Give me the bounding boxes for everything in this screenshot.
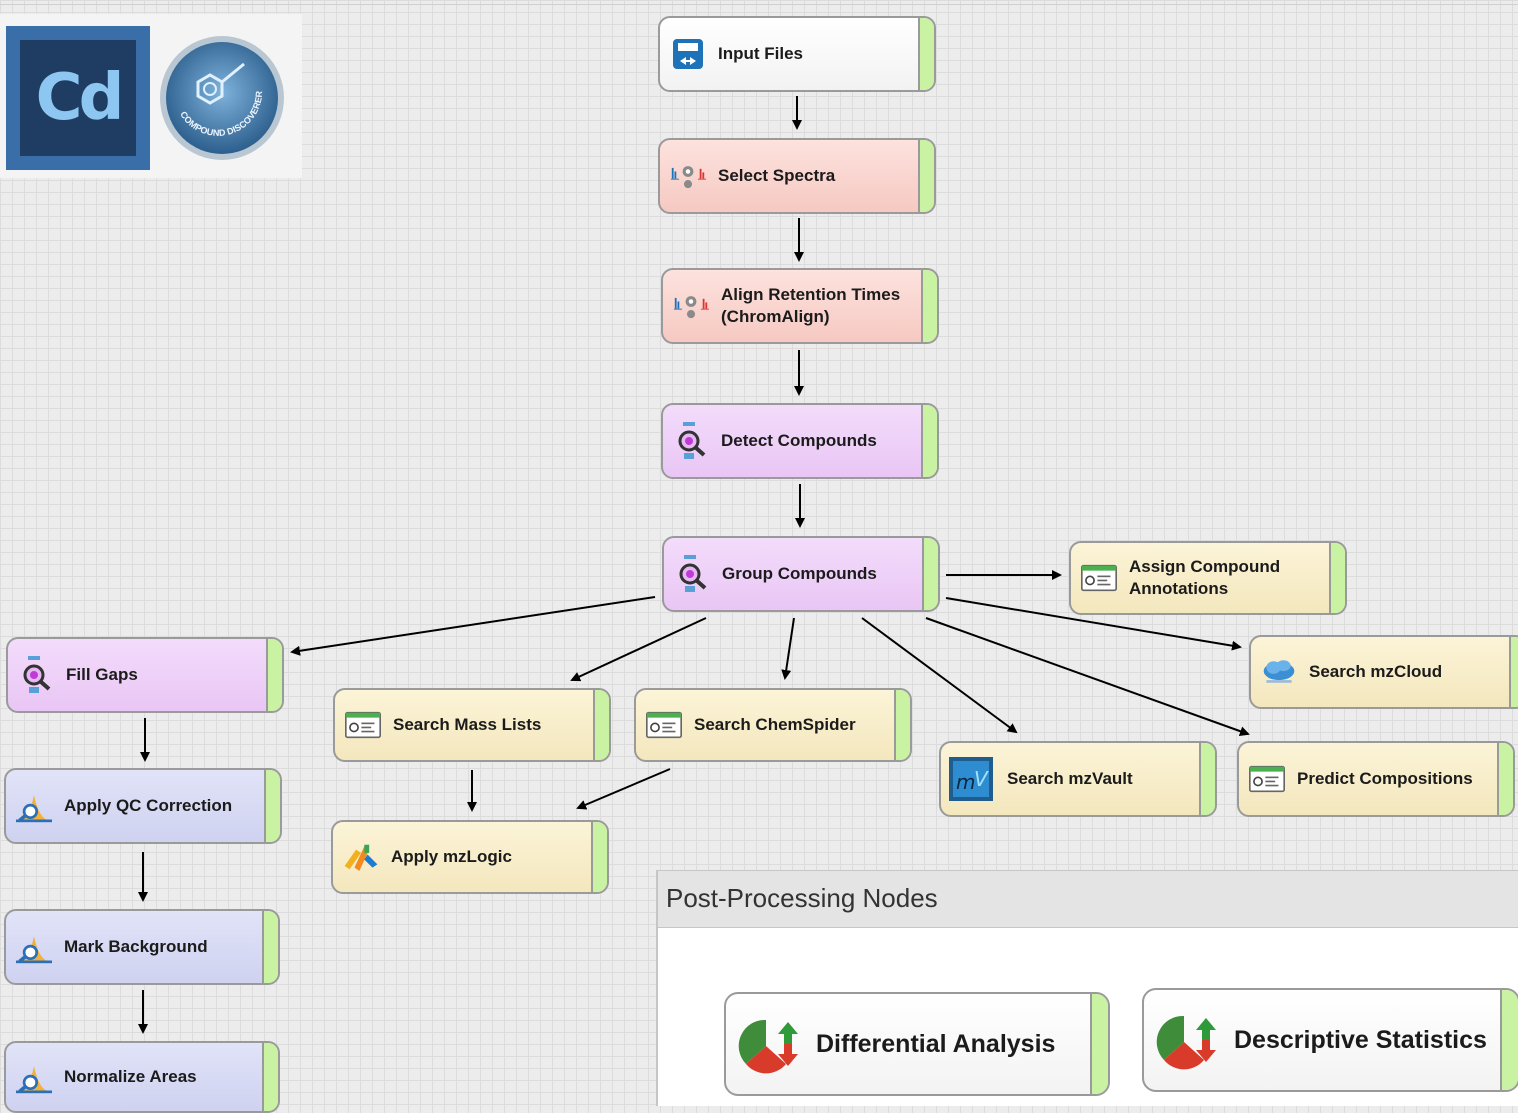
annotation-window-icon bbox=[646, 707, 682, 743]
node-label: Search ChemSpider bbox=[694, 715, 856, 734]
node-label: Assign Compound Annotations bbox=[1129, 556, 1280, 600]
status-tab bbox=[264, 770, 280, 842]
post-processing-panel: Post-Processing Nodes Differential Analy… bbox=[656, 870, 1518, 1106]
flask-magnifier-icon bbox=[674, 555, 710, 592]
status-tab bbox=[266, 639, 282, 711]
spectra-gear-icon bbox=[670, 158, 706, 194]
node-search-mzcloud[interactable]: Search mzCloud bbox=[1249, 635, 1518, 709]
pie-arrows-icon bbox=[738, 1014, 798, 1074]
annotation-window-icon bbox=[1081, 560, 1117, 596]
status-tab bbox=[1199, 743, 1215, 815]
svg-text:V: V bbox=[974, 767, 989, 791]
status-tab bbox=[262, 911, 278, 983]
post-processing-header: Post-Processing Nodes bbox=[658, 870, 1518, 928]
cloud-icon bbox=[1261, 654, 1297, 690]
node-label: Mark Background bbox=[64, 937, 208, 956]
node-predict-compositions[interactable]: Predict Compositions bbox=[1237, 741, 1515, 817]
node-apply-mzlogic[interactable]: Apply mzLogic bbox=[331, 820, 609, 894]
node-normalize-areas[interactable]: Normalize Areas bbox=[4, 1041, 280, 1113]
node-label: Input Files bbox=[718, 44, 803, 63]
node-input-files[interactable]: Input Files bbox=[658, 16, 936, 92]
status-tab bbox=[921, 270, 937, 342]
status-tab bbox=[1497, 743, 1513, 815]
node-label: Select Spectra bbox=[718, 166, 836, 185]
node-label-line2: (ChromAlign) bbox=[721, 307, 830, 326]
arrow-group-to-fillgaps bbox=[290, 596, 656, 656]
arrow-group-to-masslists bbox=[570, 617, 707, 682]
node-differential-analysis[interactable]: Differential Analysis bbox=[724, 992, 1110, 1096]
node-search-chemspider[interactable]: Search ChemSpider bbox=[634, 688, 912, 762]
peak-magnifier-icon bbox=[16, 788, 52, 824]
node-align-retention-times[interactable]: Align Retention Times (ChromAlign) bbox=[661, 268, 939, 344]
flask-magnifier-icon bbox=[18, 656, 54, 693]
node-assign-compound-annotations[interactable]: Assign Compound Annotations bbox=[1069, 541, 1347, 615]
arrow-chemspider-to-mzlogic bbox=[576, 768, 671, 810]
node-label: Normalize Areas bbox=[64, 1067, 197, 1086]
status-tab bbox=[1090, 994, 1108, 1094]
node-mark-background[interactable]: Mark Background bbox=[4, 909, 280, 985]
node-label-line2: Annotations bbox=[1129, 579, 1229, 598]
node-label: Apply mzLogic bbox=[391, 847, 512, 866]
status-tab bbox=[918, 18, 934, 90]
node-label: Fill Gaps bbox=[66, 665, 138, 684]
node-group-compounds[interactable]: Group Compounds bbox=[662, 536, 940, 612]
arrow-group-to-chemspider bbox=[781, 617, 795, 680]
peak-magnifier-icon bbox=[16, 929, 52, 965]
arrow-group-to-predict bbox=[925, 617, 1250, 736]
node-label-line1: Assign Compound bbox=[1129, 557, 1281, 576]
annotation-window-icon bbox=[345, 707, 381, 743]
node-label-line1: Align Retention Times bbox=[721, 285, 901, 304]
status-tab bbox=[1500, 990, 1518, 1090]
status-tab bbox=[591, 822, 607, 892]
flask-magnifier-icon bbox=[673, 422, 709, 459]
pie-arrows-icon bbox=[1156, 1010, 1216, 1070]
compound-discoverer-logo: COMPOUND DISCOVERER bbox=[160, 36, 284, 160]
node-label: Predict Compositions bbox=[1297, 769, 1473, 788]
node-label: Differential Analysis bbox=[816, 1029, 1056, 1058]
status-tab bbox=[593, 690, 609, 760]
cd-logo: Cd bbox=[6, 26, 150, 170]
annotation-window-icon bbox=[1249, 761, 1285, 797]
node-descriptive-statistics[interactable]: Descriptive Statistics bbox=[1142, 988, 1518, 1092]
node-label: Descriptive Statistics bbox=[1234, 1025, 1487, 1054]
file-transfer-icon bbox=[670, 36, 706, 72]
status-tab bbox=[921, 405, 937, 477]
node-fill-gaps[interactable]: Fill Gaps bbox=[6, 637, 284, 713]
node-label: Group Compounds bbox=[722, 564, 877, 583]
node-apply-qc-correction[interactable]: Apply QC Correction bbox=[4, 768, 282, 844]
node-label: Detect Compounds bbox=[721, 431, 877, 450]
status-tab bbox=[894, 690, 910, 760]
peak-magnifier-icon bbox=[16, 1059, 52, 1095]
node-label: Align Retention Times (ChromAlign) bbox=[721, 284, 900, 328]
status-tab bbox=[262, 1043, 278, 1111]
status-tab bbox=[1509, 637, 1518, 707]
node-search-mass-lists[interactable]: Search Mass Lists bbox=[333, 688, 611, 762]
node-select-spectra[interactable]: Select Spectra bbox=[658, 138, 936, 214]
mzlogic-icon bbox=[343, 839, 379, 875]
node-label: Search mzVault bbox=[1007, 769, 1133, 788]
spectra-gear-icon bbox=[673, 288, 709, 324]
node-label: Apply QC Correction bbox=[64, 796, 233, 815]
node-label: Search mzCloud bbox=[1309, 662, 1443, 681]
top-divider bbox=[0, 4, 1518, 5]
node-label: Search Mass Lists bbox=[393, 715, 542, 734]
status-tab bbox=[1329, 543, 1345, 613]
node-detect-compounds[interactable]: Detect Compounds bbox=[661, 403, 939, 479]
post-processing-title: Post-Processing Nodes bbox=[666, 883, 938, 913]
cd-logo-text: Cd bbox=[20, 40, 136, 156]
status-tab bbox=[918, 140, 934, 212]
svg-text:m: m bbox=[956, 770, 975, 794]
status-tab bbox=[922, 538, 938, 610]
